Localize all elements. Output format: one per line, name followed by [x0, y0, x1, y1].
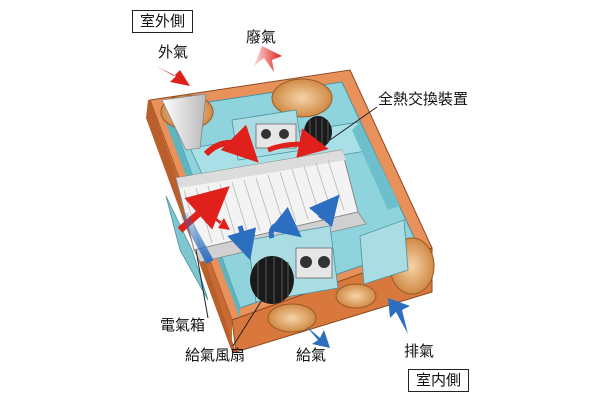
return-air-label: 排氣	[404, 342, 435, 360]
leader-lines	[195, 106, 378, 347]
supply-air-label: 給氣	[296, 346, 327, 364]
supply-fan	[247, 225, 339, 304]
electrical-box	[165, 195, 209, 301]
blue-airflow-arrows	[180, 194, 410, 348]
indoor-side-label: 室内側	[408, 369, 470, 392]
outside-air-label: 外氣	[158, 43, 189, 61]
heat-exchanger-label: 全熱交換裝置	[378, 90, 469, 108]
intake-cone	[161, 93, 207, 151]
outdoor-side-label: 室外側	[132, 10, 194, 33]
supply-fan-label: 給氣風扇	[185, 346, 246, 364]
electrical-box-label: 電氣箱	[160, 316, 206, 334]
return-duct-box	[359, 219, 409, 285]
exhaust-air-label: 廢氣	[246, 28, 277, 46]
